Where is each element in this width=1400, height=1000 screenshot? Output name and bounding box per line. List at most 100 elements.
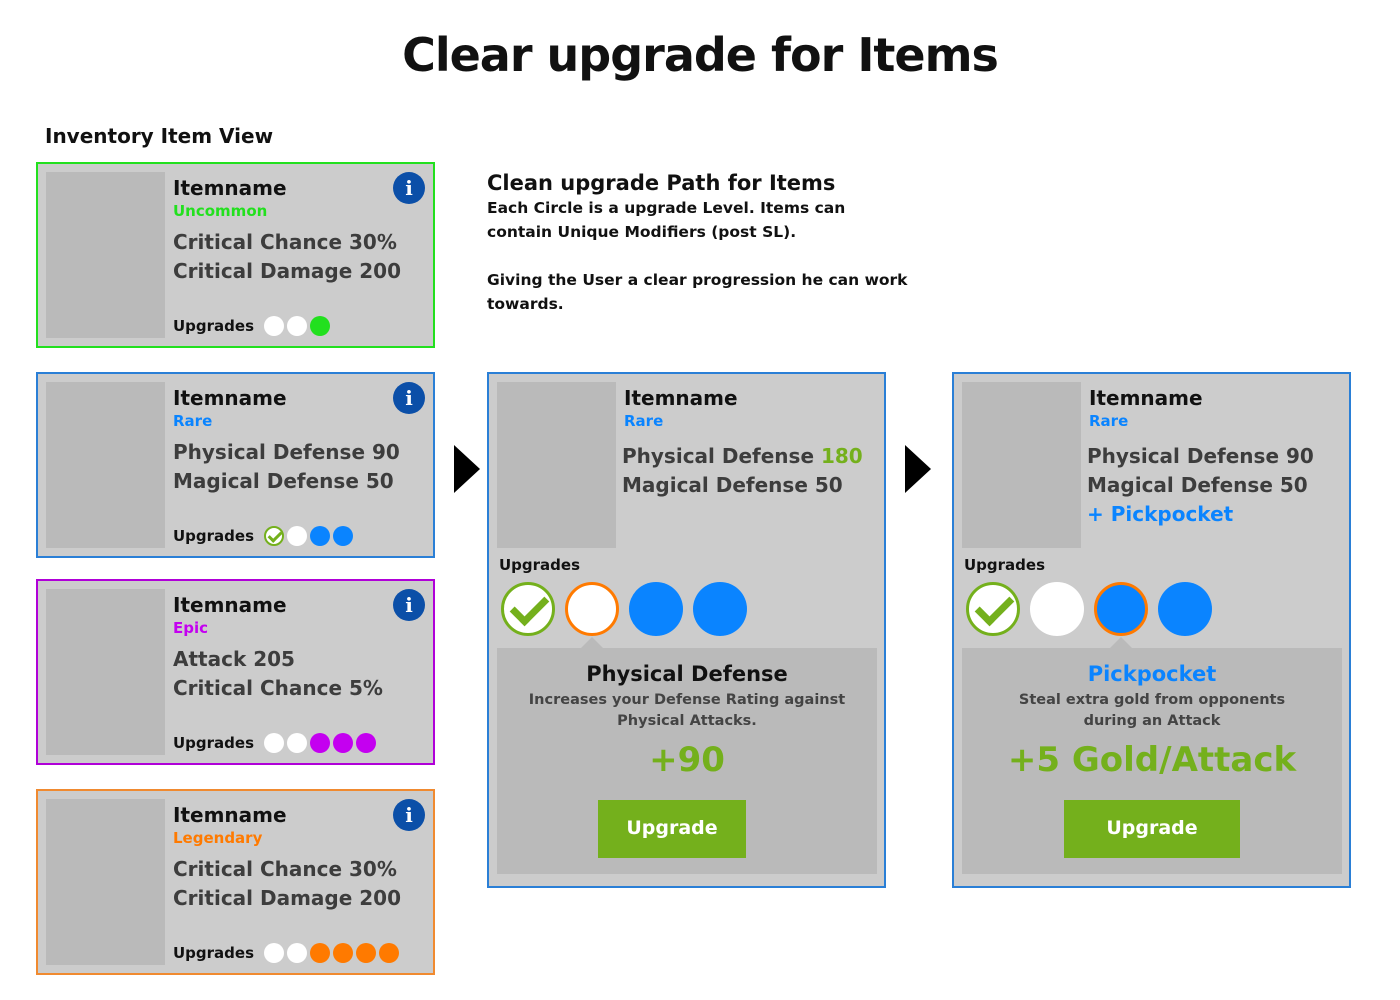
upgrade-level-dot [310,943,331,963]
description-line: Each Circle is a upgrade Level. Items ca… [487,199,846,217]
upgrade-level-dot [356,733,377,753]
item-card-epic[interactable]: Itemname Epic Attack 205 Critical Chance… [36,579,435,765]
item-rarity: Rare [624,412,664,430]
item-stat: Critical Chance 30% [173,230,397,254]
item-rarity: Uncommon [173,202,268,220]
item-stat: Critical Damage 200 [173,259,402,283]
item-rarity: Legendary [173,829,263,847]
item-thumbnail [46,172,165,338]
stat-label: Physical Defense [622,444,821,468]
item-name: Itemname [173,593,287,617]
item-name: Itemname [173,386,287,410]
upgrades-label: Upgrades [499,556,581,574]
description-heading: Clean upgrade Path for Items [487,171,836,195]
upgrade-level-dot [287,943,308,963]
item-name: Itemname [624,386,738,410]
upgrade-title: Physical Defense [586,662,788,686]
item-stat: Physical Defense 90 [173,440,400,464]
upgrade-level-dot [310,733,331,753]
stat-upgraded-value: 180 [820,444,863,468]
item-rarity: Rare [1089,412,1129,430]
upgrade-description: Increases your Defense Rating against Ph… [528,692,846,729]
item-card-legendary[interactable]: Itemname Legendary Critical Chance 30% C… [36,789,435,975]
item-stat: Magical Defense 50 [173,469,394,493]
item-card-uncommon[interactable]: Itemname Uncommon Critical Chance 30% Cr… [36,162,435,348]
item-thumbnail [46,382,165,548]
inventory-section-label: Inventory Item View [45,124,274,148]
upgrade-level-dot [287,733,308,753]
item-stat: Critical Damage 200 [173,886,402,910]
upgrade-done-check-icon[interactable] [966,582,1020,636]
upgrade-level-selected[interactable] [565,582,619,650]
item-stat: Critical Chance 5% [173,676,383,700]
upgrade-value: +90 [649,740,725,780]
item-stat: Attack 205 [173,647,295,671]
upgrade-button[interactable]: Upgrade [1064,800,1240,858]
upgrade-button[interactable]: Upgrade [598,800,746,858]
upgrade-title: Pickpocket [1087,662,1217,686]
upgrade-done-check-icon [264,526,285,546]
upgrades-label: Upgrades [964,556,1046,574]
upgrade-level-dot [333,526,354,546]
page-title: Clear upgrade for Items [402,28,999,82]
info-icon[interactable]: i [393,172,425,204]
description-line: Giving the User a clear progression he c… [487,271,908,289]
upgrade-done-check-icon[interactable] [501,582,555,636]
item-thumbnail [962,382,1081,548]
item-rarity: Epic [173,619,209,637]
item-thumbnail [497,382,616,548]
item-card-rare[interactable]: Itemname Rare Physical Defense 90 Magica… [36,372,435,558]
info-icon[interactable]: i [393,589,425,621]
flow-arrow-icon [454,445,480,493]
item-stat: Physical Defense 90 [1087,444,1314,468]
upgrade-level-dot [264,733,285,753]
upgrade-level-selected[interactable] [1094,582,1148,650]
upgrade-level-dot [264,316,285,336]
item-stat: Magical Defense 50 [1087,473,1308,497]
info-icon[interactable]: i [393,382,425,414]
upgrade-level-dot [287,526,308,546]
upgrade-row: Upgrades [173,526,356,546]
upgrade-level-dot [333,943,354,963]
flow-arrow-icon [905,445,931,493]
upgrades-label: Upgrades [173,944,255,962]
item-thumbnail [46,799,165,965]
upgrade-level-dot[interactable] [629,582,683,636]
upgrades-label: Upgrades [173,317,255,335]
upgrade-row [501,582,757,650]
upgrades-label: Upgrades [173,527,255,545]
upgrade-row: Upgrades [173,733,379,753]
item-thumbnail [46,589,165,755]
item-detail-card: Itemname Rare Physical Defense 90 Magica… [952,372,1351,888]
upgrade-row: Upgrades [173,316,333,336]
upgrade-row [966,582,1222,650]
item-name: Itemname [173,176,287,200]
upgrades-label: Upgrades [173,734,255,752]
item-detail-card: Itemname Rare Physical Defense 180 Magic… [487,372,886,888]
upgrade-info-panel: Physical Defense Increases your Defense … [497,648,877,874]
description-line: contain Unique Modifiers (post SL). [487,223,797,241]
upgrade-info-panel: Pickpocket Steal extra gold from opponen… [962,648,1342,874]
item-stat: Physical Defense 180 [622,442,863,471]
upgrade-level-dot [264,943,285,963]
item-name: Itemname [1089,386,1203,410]
upgrade-value: +5 Gold/Attack [1007,740,1297,780]
upgrade-level-dot [310,316,331,336]
upgrade-description: Steal extra gold from opponents during a… [1018,692,1286,729]
upgrade-level-dot[interactable] [1030,582,1084,636]
upgrade-level-dot [333,733,354,753]
info-icon[interactable]: i [393,799,425,831]
description-line: towards. [487,295,564,313]
upgrade-level-dot [310,526,331,546]
item-rarity: Rare [173,412,213,430]
upgrade-level-dot[interactable] [1158,582,1212,636]
upgrade-level-dot [356,943,377,963]
upgrade-level-dot[interactable] [693,582,747,636]
upgrade-level-dot [379,943,400,963]
upgrade-level-dot [287,316,308,336]
upgrade-row: Upgrades [173,943,402,963]
item-unique-modifier: + Pickpocket [1087,502,1234,526]
item-stat: Magical Defense 50 [622,473,843,497]
description-block: Clean upgrade Path for Items Each Circle… [487,170,957,316]
item-stat: Critical Chance 30% [173,857,397,881]
